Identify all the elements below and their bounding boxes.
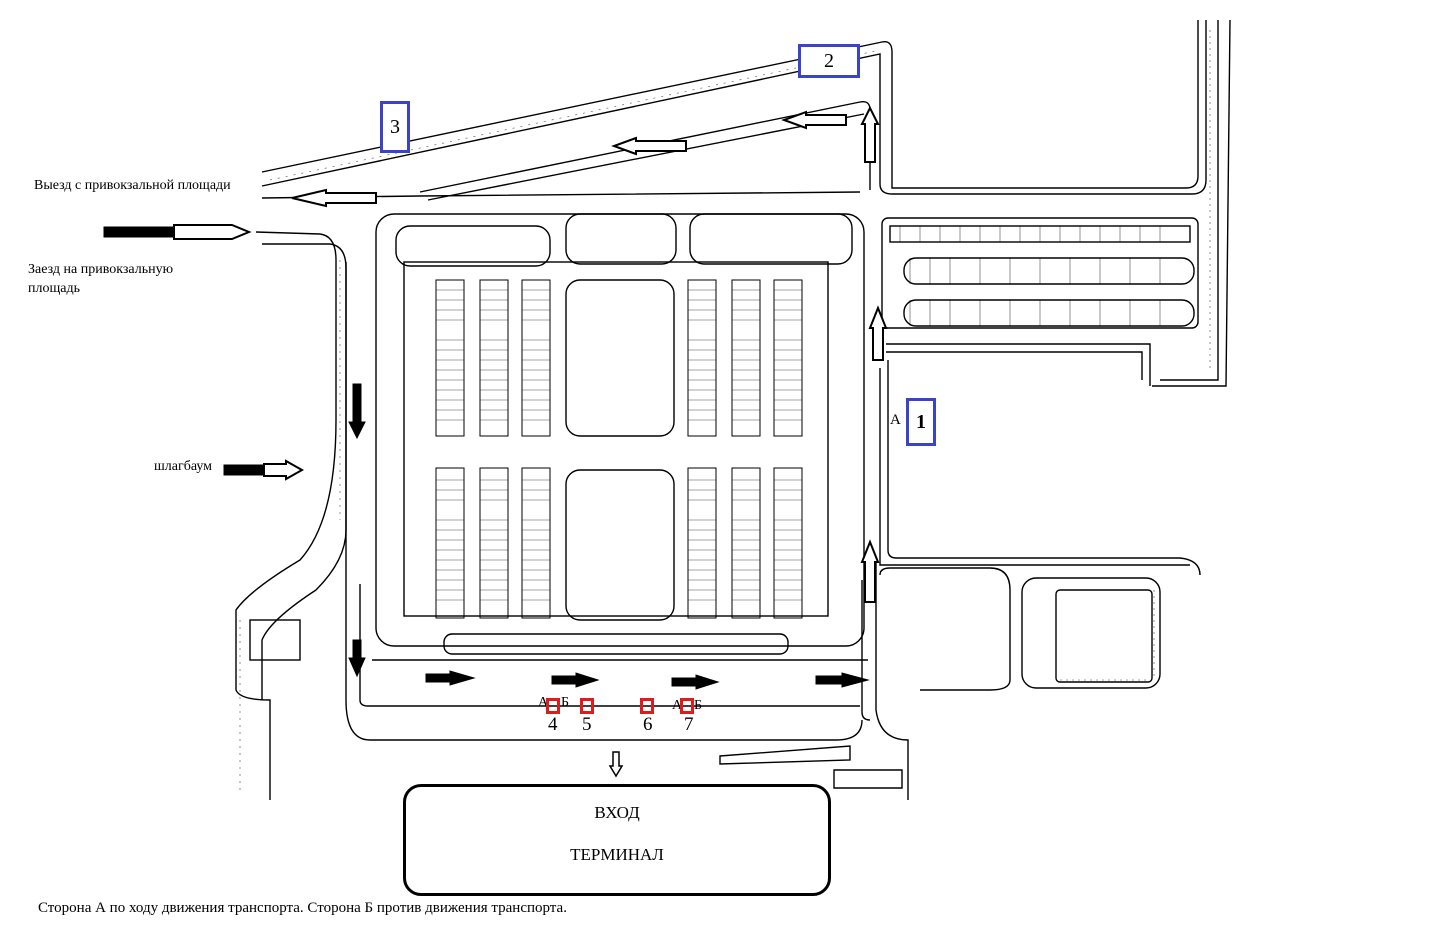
arrow-exit bbox=[291, 188, 377, 208]
zone-3-marker: 3 bbox=[380, 101, 410, 153]
stop-7-marker bbox=[680, 698, 694, 714]
stop-6-number: 6 bbox=[643, 714, 653, 735]
stop-6-marker bbox=[640, 698, 654, 714]
stop-4-number: 4 bbox=[548, 714, 558, 735]
arrow-barrier bbox=[223, 459, 305, 481]
exit-square-label: Выезд с привокзальной площади bbox=[34, 178, 231, 193]
terminal-name-label: ТЕРМИНАЛ bbox=[570, 845, 664, 864]
arrow-up-mid bbox=[868, 305, 888, 361]
bottom-right-lot bbox=[1021, 577, 1161, 689]
parking-block-top-right bbox=[881, 217, 1199, 329]
arrow-up-top bbox=[860, 105, 880, 163]
terminal-entrance-label: ВХОД bbox=[594, 803, 640, 822]
arrow-top-1 bbox=[611, 136, 687, 156]
stop-4-marker bbox=[546, 698, 560, 714]
arrow-to-terminal bbox=[608, 751, 624, 778]
arrow-top-2 bbox=[781, 110, 847, 130]
central-island-bottom bbox=[565, 469, 675, 621]
zone-1-marker: 1 bbox=[906, 398, 936, 446]
arrow-entry bbox=[103, 224, 252, 240]
side-a-label: А bbox=[890, 412, 901, 428]
main-lot-outline bbox=[375, 213, 865, 647]
arrow-down-left-2 bbox=[348, 639, 366, 678]
legend-text: Сторона А по ходу движения транспорта. С… bbox=[38, 900, 567, 916]
stop-7-number: 7 bbox=[684, 714, 694, 735]
right-lot bbox=[887, 360, 1201, 576]
central-island-top bbox=[565, 279, 675, 437]
terminal-building: ВХОД ТЕРМИНАЛ bbox=[403, 784, 831, 896]
zone-2-marker: 2 bbox=[798, 44, 860, 78]
arrow-right-2 bbox=[551, 672, 600, 688]
arrow-right-4 bbox=[815, 672, 870, 688]
stop-7-side-a: А bbox=[672, 698, 683, 713]
entry-square-label-line2: площадь bbox=[28, 281, 80, 296]
arrow-right-1 bbox=[425, 670, 476, 686]
arrow-down-left bbox=[348, 383, 366, 440]
entry-square-label-line1: Заезд на привокзальную bbox=[28, 262, 174, 277]
arrow-up-low bbox=[860, 539, 880, 603]
stop-4-side: А bbox=[538, 695, 549, 710]
stop-5-side: Б bbox=[561, 695, 570, 710]
stop-7-side-b: Б bbox=[694, 698, 703, 713]
stop-5-number: 5 bbox=[582, 714, 592, 735]
barrier-label: шлагбаум bbox=[154, 459, 213, 474]
arrow-right-3 bbox=[671, 674, 720, 690]
stop-5-marker bbox=[580, 698, 594, 714]
exit-road-outer bbox=[261, 20, 1199, 189]
